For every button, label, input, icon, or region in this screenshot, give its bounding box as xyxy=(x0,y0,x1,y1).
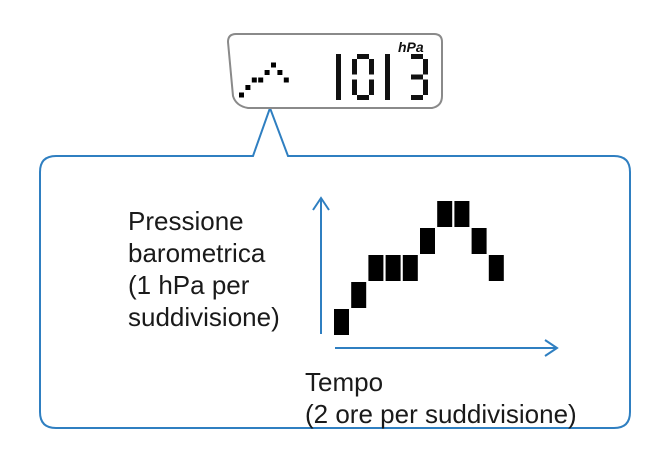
pressure-bar xyxy=(454,201,470,227)
pressure-bar xyxy=(488,255,504,281)
lcd-segment xyxy=(352,79,357,95)
lcd-segment xyxy=(411,95,423,100)
y-axis-label: Pressione barometrica (1 hPa per suddivi… xyxy=(128,205,280,333)
lcd-segment xyxy=(411,54,423,59)
trend-pixel xyxy=(239,92,244,98)
lcd-digit xyxy=(336,54,341,100)
lcd-segment xyxy=(369,79,374,95)
lcd-segment xyxy=(357,95,369,100)
trend-pixel xyxy=(283,77,289,83)
pressure-bar xyxy=(385,255,401,281)
trend-pixel xyxy=(251,77,257,83)
lcd-segment xyxy=(385,54,390,100)
trend-pixel xyxy=(277,70,283,75)
lcd-segment xyxy=(423,79,428,95)
trend-pixel xyxy=(245,85,251,90)
x-axis-label-line: (2 ore per suddivisione) xyxy=(305,399,577,429)
x-axis xyxy=(335,339,559,357)
lcd-digit xyxy=(385,54,390,100)
pressure-bars xyxy=(334,201,504,335)
pressure-bar xyxy=(351,282,367,308)
lcd-segment xyxy=(423,59,428,75)
y-axis-label-line: Pressione xyxy=(128,206,244,236)
trend-pixel xyxy=(264,70,270,75)
lcd-digit xyxy=(352,54,374,100)
lcd-segment xyxy=(369,59,374,75)
y-axis-arrowhead xyxy=(312,196,330,211)
lcd-unit-label: hPa xyxy=(398,39,424,55)
pressure-bar xyxy=(368,255,384,281)
pressure-bar xyxy=(437,201,453,227)
y-axis-label-line: (1 hPa per xyxy=(128,270,250,300)
pressure-bar xyxy=(402,255,418,281)
lcd-trend-graph xyxy=(239,62,289,98)
lcd-segment xyxy=(411,74,423,80)
x-axis-arrowhead xyxy=(544,339,559,357)
lcd-digit xyxy=(411,54,428,100)
y-axis-label-line: suddivisione) xyxy=(128,302,280,332)
lcd-segment xyxy=(352,59,357,75)
lcd-display: hPa xyxy=(226,33,443,109)
pressure-bar xyxy=(420,228,435,254)
y-axis xyxy=(312,196,330,334)
x-axis-label: Tempo (2 ore per suddivisione) xyxy=(305,366,577,430)
lcd-segment xyxy=(357,54,369,59)
trend-pixel xyxy=(258,77,264,83)
pressure-bar xyxy=(334,309,349,335)
x-axis-label-line: Tempo xyxy=(305,367,384,397)
lcd-segment xyxy=(336,54,341,100)
lcd-pressure-readout xyxy=(336,54,428,100)
y-axis-label-line: barometrica xyxy=(128,238,266,268)
trend-pixel xyxy=(271,62,276,68)
pressure-bar xyxy=(471,228,487,254)
